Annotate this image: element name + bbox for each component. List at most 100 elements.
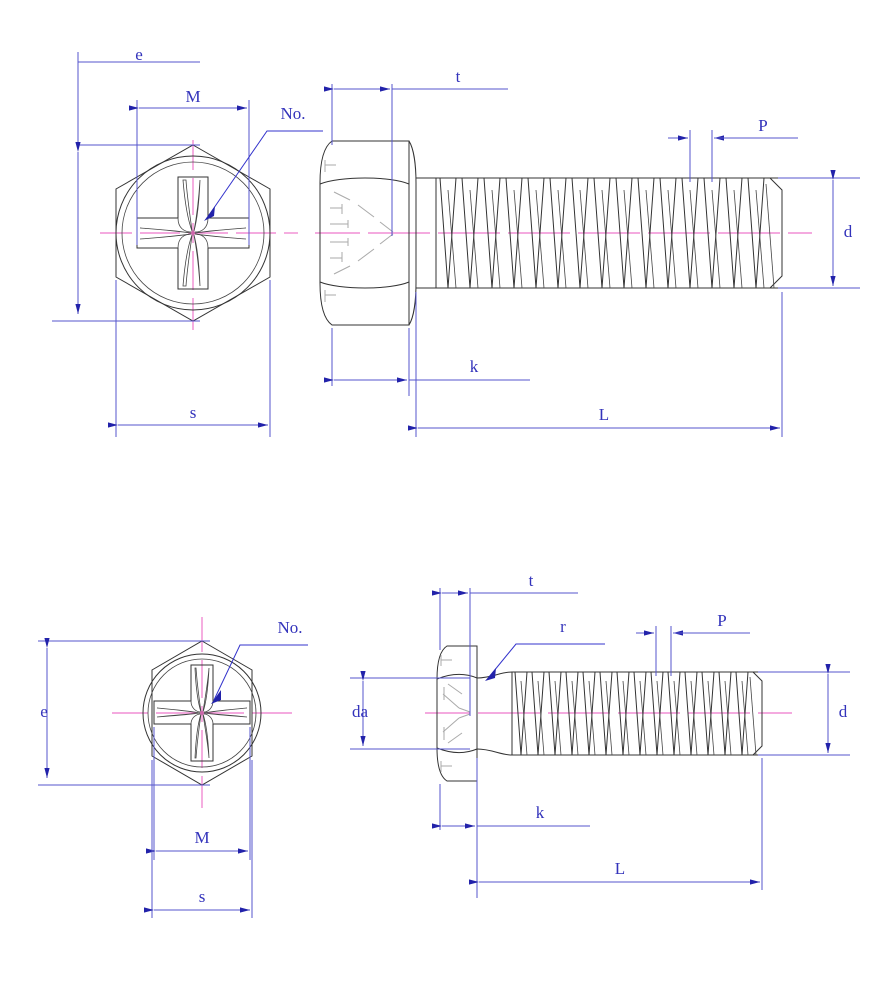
cross-fillet-bl [190,713,202,725]
underhead-fillet-top [476,671,513,679]
thread-v [593,177,611,289]
bottom-side-view: t r da P [350,571,850,898]
hidden-recess-seg [442,693,460,709]
dim-label-k: k [470,357,479,376]
leader-r [488,643,605,678]
thread-root-line [690,680,698,756]
head-chamfer-circle [121,161,265,305]
thread-root-line [554,680,562,756]
dim-label-e: e [40,702,48,721]
thread-v [747,177,765,289]
thread-teeth-top [439,177,765,289]
thread-v [659,177,677,289]
hidden-phillips-recess-bottom [440,655,471,772]
thread-root-line [520,680,528,756]
hidden-recess-seg [447,683,463,695]
thread-root-line [447,189,457,289]
thread-end-root [749,676,757,756]
cross-flute-upper [194,667,202,713]
thread-root-line [605,680,613,756]
cross-flute-lower [194,713,202,759]
dim-label-M: M [194,828,209,847]
dimension-d-top: d [778,170,860,289]
thread-end-chamfer [752,671,763,756]
thread-v [439,177,457,289]
dim-label-t: t [456,67,461,86]
dim-label-P: P [717,611,726,630]
note-No-top: No. [204,104,323,221]
head-outline [319,140,410,326]
hidden-recess-seg [379,221,394,233]
cross-flute-lower2 [193,234,201,287]
thread-root-line [656,680,664,756]
bolt-shank-bottom [476,671,513,756]
cross-fillet-bl [177,233,193,249]
hidden-recess-seg [379,233,394,245]
head-chamfer-top [319,177,410,185]
top-front-view: e M No. s [52,45,323,437]
thread-root-line [557,189,567,289]
hidden-recess-seg [458,713,471,719]
thread-end-chamfer [769,177,783,289]
thread-root-line [689,189,699,289]
head-circle-across-flats [142,653,262,773]
dimension-k-bottom: k [432,758,590,898]
cross-flute-left [139,227,192,234]
dim-label-d: d [844,222,853,241]
thread-v [505,177,523,289]
dim-label-P: P [758,116,767,135]
head-circle-across-flats [115,155,271,311]
thread-v [703,177,721,289]
thread-root-line [733,189,743,289]
thread-end-root [765,183,775,289]
cross-fillet-tl [177,217,193,233]
cross-fillet-tl [190,700,202,713]
cross-center-point [190,230,196,236]
dimension-e-bottom: e [38,638,210,786]
leader-arrowhead-No [211,690,221,704]
top-side-view: t k L [315,67,860,437]
dim-label-s: s [199,887,206,906]
dim-label-L: L [599,405,609,424]
dim-label-e: e [135,45,143,64]
dimension-P-top: P [668,116,798,182]
bolt-shank-top [416,177,437,289]
hidden-recess-seg [357,248,375,262]
cross-center-point [200,711,204,715]
thread-v [571,177,589,289]
dimension-da-bottom: da [350,671,470,750]
hidden-recess-seg [333,191,351,201]
dimension-k-top: k [324,328,530,396]
dimension-P-bottom: P [636,611,750,676]
hidden-recess-seg [333,265,351,275]
hidden-phillips-recess-top [324,160,394,302]
thread-root-line [622,680,630,756]
thread-root-line [571,680,579,756]
dimension-M-bottom: M [146,727,251,860]
hidden-recess-seg [458,707,471,713]
cross-fillet-br [203,713,214,725]
thread-root-line [623,189,633,289]
cross-fillet-tr [194,217,209,233]
leader-arrowhead-r [485,668,496,681]
bottom-front-view: e No. M s [38,617,308,918]
hex-head-side-profile [319,140,417,326]
cross-flute-right [194,227,247,234]
dim-label-da: da [352,702,369,721]
thread-root-line [537,680,545,756]
lower-drawing: e No. M s [38,571,850,918]
dim-label-d: d [839,702,848,721]
thread-root-line [741,680,749,756]
leader-arrowhead-No [204,206,215,221]
thread-root-line [535,189,545,289]
dimension-t-top: t [324,67,508,236]
note-r-bottom: r [485,617,605,681]
note-No-bottom: No. [211,618,308,704]
thread-v [725,177,743,289]
dimension-s-bottom: s [144,760,253,918]
dimension-t-bottom: t [432,571,578,716]
dim-label-k: k [536,803,545,822]
note-label-r: r [560,617,566,636]
